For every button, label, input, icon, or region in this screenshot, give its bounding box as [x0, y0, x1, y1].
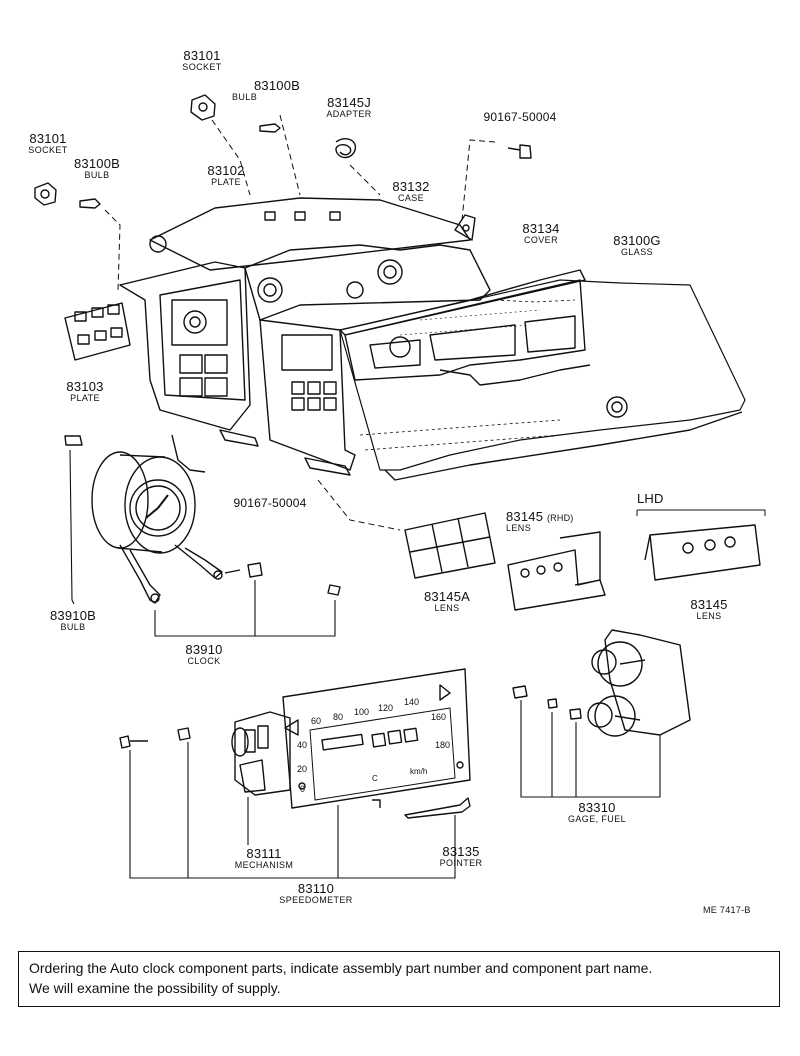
speedometer-assembly	[119, 668, 471, 819]
label-83134: 83134 COVER	[522, 222, 559, 245]
note-line-1: Ordering the Auto clock component parts,…	[29, 960, 653, 976]
part-number: 83100B	[73, 156, 121, 171]
label-83910b: 83910B BULB	[50, 609, 96, 632]
part-number: 83111	[246, 846, 282, 861]
drawing-code: ME 7417-B	[703, 905, 751, 915]
label-83310: 83310 GAGE, FUEL	[568, 801, 626, 824]
label-83103: 83103 PLATE	[66, 380, 103, 403]
part-number: 83110	[297, 881, 335, 896]
fuel-gauge	[512, 629, 691, 737]
clock-assembly	[64, 434, 341, 604]
label-83145-lhd: 83145 LENS	[690, 598, 727, 621]
label-83110: 83110 SPEEDOMETER	[279, 882, 352, 905]
part-name: BULB	[60, 622, 86, 632]
tick-100: 100	[354, 707, 370, 717]
part-number: 90167-50004	[483, 110, 557, 124]
label-83101-top: 83101 SOCKET	[182, 49, 221, 72]
part-name: MECHANISM	[234, 860, 294, 870]
label-83910: 83910 CLOCK	[185, 643, 222, 666]
label-83145-rhd: 83145 (RHD) LENS	[506, 510, 573, 533]
bulb-left	[79, 198, 101, 209]
part-number: 83910B	[49, 608, 97, 623]
label-83101-left: 83101 SOCKET	[28, 132, 67, 155]
tick-180: 180	[435, 740, 451, 750]
label-83145j: 83145J ADAPTER	[326, 96, 371, 119]
part-number: 83101	[183, 48, 221, 63]
part-name: SPEEDOMETER	[279, 895, 353, 905]
plate-83103	[64, 302, 131, 361]
part-name: LENS	[506, 523, 532, 533]
solid-leaders	[69, 449, 661, 879]
case-assembly	[119, 197, 746, 481]
label-83100g: 83100G GLASS	[613, 234, 660, 257]
socket-top	[190, 94, 216, 121]
tick-80: 80	[333, 712, 344, 722]
tick-20: 20	[297, 764, 308, 774]
part-number: 83135	[442, 844, 480, 859]
unit-label: km/h	[410, 767, 428, 776]
bulb-top	[259, 123, 281, 133]
part-name: GAGE, FUEL	[567, 814, 627, 824]
tick-160: 160	[431, 712, 447, 722]
part-name: ADAPTER	[326, 109, 372, 119]
lhd-heading: LHD	[637, 491, 664, 506]
label-90167-top: 90167-50004	[484, 111, 557, 123]
label-83111: 83111 MECHANISM	[235, 847, 294, 870]
label-83145a: 83145A LENS	[424, 590, 470, 613]
screw-top	[507, 144, 532, 159]
part-number: 83310	[578, 800, 616, 815]
label-83102: 83102 PLATE	[207, 164, 244, 187]
part-number: 83145J	[327, 95, 371, 110]
part-name: PLATE	[70, 393, 100, 403]
part-name: BULB	[231, 92, 258, 102]
part-name: LENS	[696, 611, 722, 621]
part-name: CLOCK	[187, 656, 221, 666]
part-name: PLATE	[211, 177, 241, 187]
part-number: 83100G	[613, 233, 661, 248]
part-number: 83910	[185, 642, 223, 657]
tick-60: 60	[311, 716, 322, 726]
part-number: 83134	[522, 221, 560, 236]
part-number: 83102	[207, 163, 245, 178]
tick-0: 0	[300, 784, 306, 794]
leader-lines	[104, 114, 496, 531]
part-number: 83101	[29, 131, 67, 146]
tick-140: 140	[404, 697, 420, 707]
tick-40: 40	[297, 740, 308, 750]
tick-120: 120	[378, 703, 394, 713]
lens-rhd	[507, 531, 606, 611]
label-lhd: LHD	[637, 492, 664, 505]
part-name: LENS	[434, 603, 460, 613]
label-83135: 83135 POINTER	[440, 845, 483, 868]
socket-left	[34, 182, 57, 206]
part-name: POINTER	[439, 858, 483, 868]
part-number: 83145A	[423, 589, 471, 604]
part-number: 83100B	[253, 78, 301, 93]
part-name: COVER	[523, 235, 558, 245]
label-83132: 83132 CASE	[392, 180, 429, 203]
part-number: 90167-50004	[233, 496, 307, 510]
part-name: CASE	[397, 193, 425, 203]
adapter-spring	[335, 138, 357, 159]
label-90167-mid: 90167-50004	[234, 497, 307, 509]
note-line-2: We will examine the possibility of suppl…	[29, 980, 281, 996]
label-83100b-left: 83100B BULB	[74, 157, 120, 180]
part-number: 83145	[690, 597, 728, 612]
lens-lhd	[636, 509, 766, 581]
part-number: 83132	[392, 179, 430, 194]
part-name: BULB	[84, 170, 110, 180]
part-name: SOCKET	[28, 145, 68, 155]
ordering-note: Ordering the Auto clock component parts,…	[18, 951, 780, 1007]
part-name: SOCKET	[182, 62, 222, 72]
lens-83145a	[404, 512, 496, 579]
part-number: 83145 (RHD)	[506, 510, 573, 523]
temp-label: C	[372, 774, 378, 783]
rhd-suffix: (RHD)	[546, 513, 574, 523]
part-number: 83103	[66, 379, 104, 394]
part-number-text: 83145	[506, 509, 544, 524]
part-name: GLASS	[620, 247, 653, 257]
label-83100b-top: 83100B BULB	[232, 78, 301, 102]
